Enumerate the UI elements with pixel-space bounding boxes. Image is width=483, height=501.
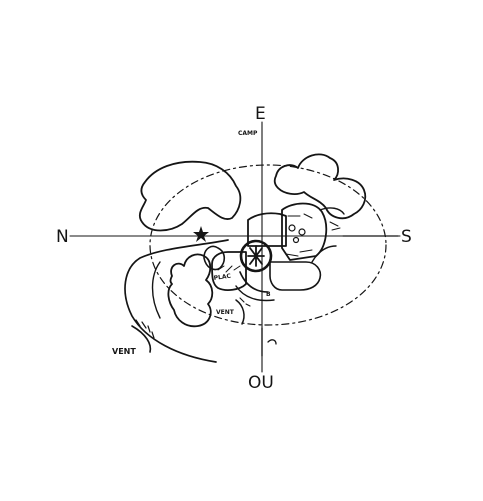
label-vent-left: VENT bbox=[112, 347, 136, 356]
wind-arrow-left-icon bbox=[131, 319, 155, 353]
tree-cluster-west-bottom bbox=[167, 253, 214, 328]
label-south: S bbox=[401, 227, 412, 247]
compass-axes bbox=[69, 121, 401, 373]
label-east: E bbox=[255, 104, 266, 124]
label-camp: CAMP bbox=[238, 130, 258, 137]
curved-path-outer bbox=[124, 239, 229, 363]
tree-cluster-south-top bbox=[273, 153, 367, 220]
label-west: OU bbox=[248, 373, 274, 393]
tree-small-west bbox=[203, 245, 226, 271]
label-b: B bbox=[266, 291, 271, 298]
curved-path-inner bbox=[151, 261, 161, 319]
star-marker-icon bbox=[193, 226, 209, 242]
building-complex bbox=[211, 202, 345, 302]
axis-marker-south bbox=[261, 327, 277, 357]
central-fire-circle bbox=[239, 239, 273, 273]
label-center-text: PLAC bbox=[213, 273, 232, 282]
wind-arrow-center-icon bbox=[235, 297, 251, 325]
tree-cluster-north bbox=[138, 160, 242, 232]
label-north: N bbox=[56, 227, 69, 247]
dashed-ellipse bbox=[149, 164, 387, 326]
label-vent-center: VENT bbox=[216, 309, 235, 316]
